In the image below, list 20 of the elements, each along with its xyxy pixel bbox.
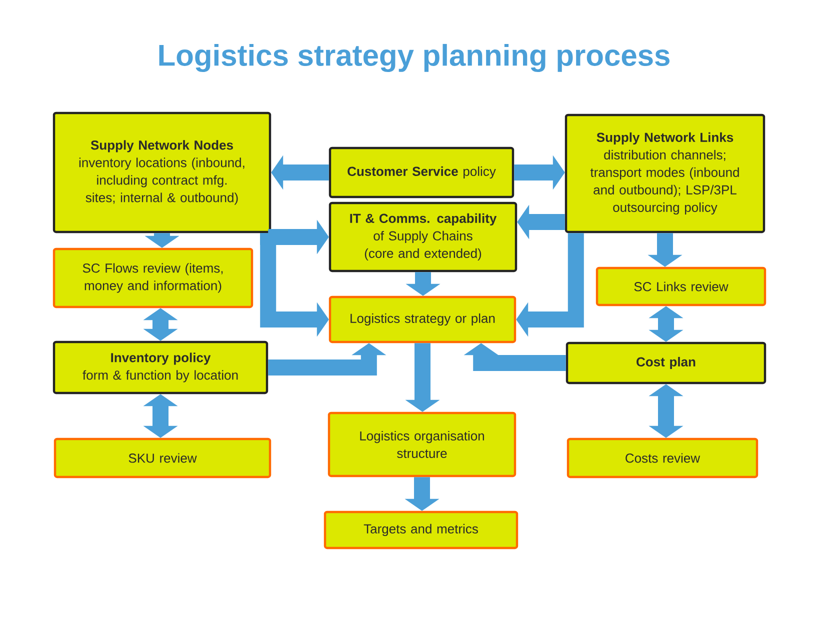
arrow [648,384,684,438]
arrow [464,343,566,371]
policy-box: IT & Comms. capability of Supply Chains (core and extended) [328,202,518,272]
arrow [143,308,178,341]
policy-box: Customer Service policy [328,146,514,198]
review-box: SKU review [54,438,272,478]
title: Logistics strategy planning process [159,44,670,72]
review-box: Targets and metrics [324,510,518,550]
policy-box: Supply Network Links distribution channels; transport modes (inbound and outbound); LSP/3PL outsourcing policy [564,114,766,234]
review-box: SC Links review [596,266,766,306]
arrow [516,233,584,337]
policy-box: Cost plan [566,342,766,384]
arrow [648,306,684,342]
review-box: Costs review [566,438,758,478]
policy-box: Inventory policy form & function by location [52,340,268,394]
review-box: Logistics strategy or plan [328,296,516,344]
review-box: SC Flows review (items, money and information) [52,248,254,308]
policy-box: Supply Network Nodes inventory locations (inbound, including contract mfg. sites; internal & outbound) [52,112,272,234]
review-box: Logistics organisation structure [328,412,516,478]
arrow [143,394,178,438]
